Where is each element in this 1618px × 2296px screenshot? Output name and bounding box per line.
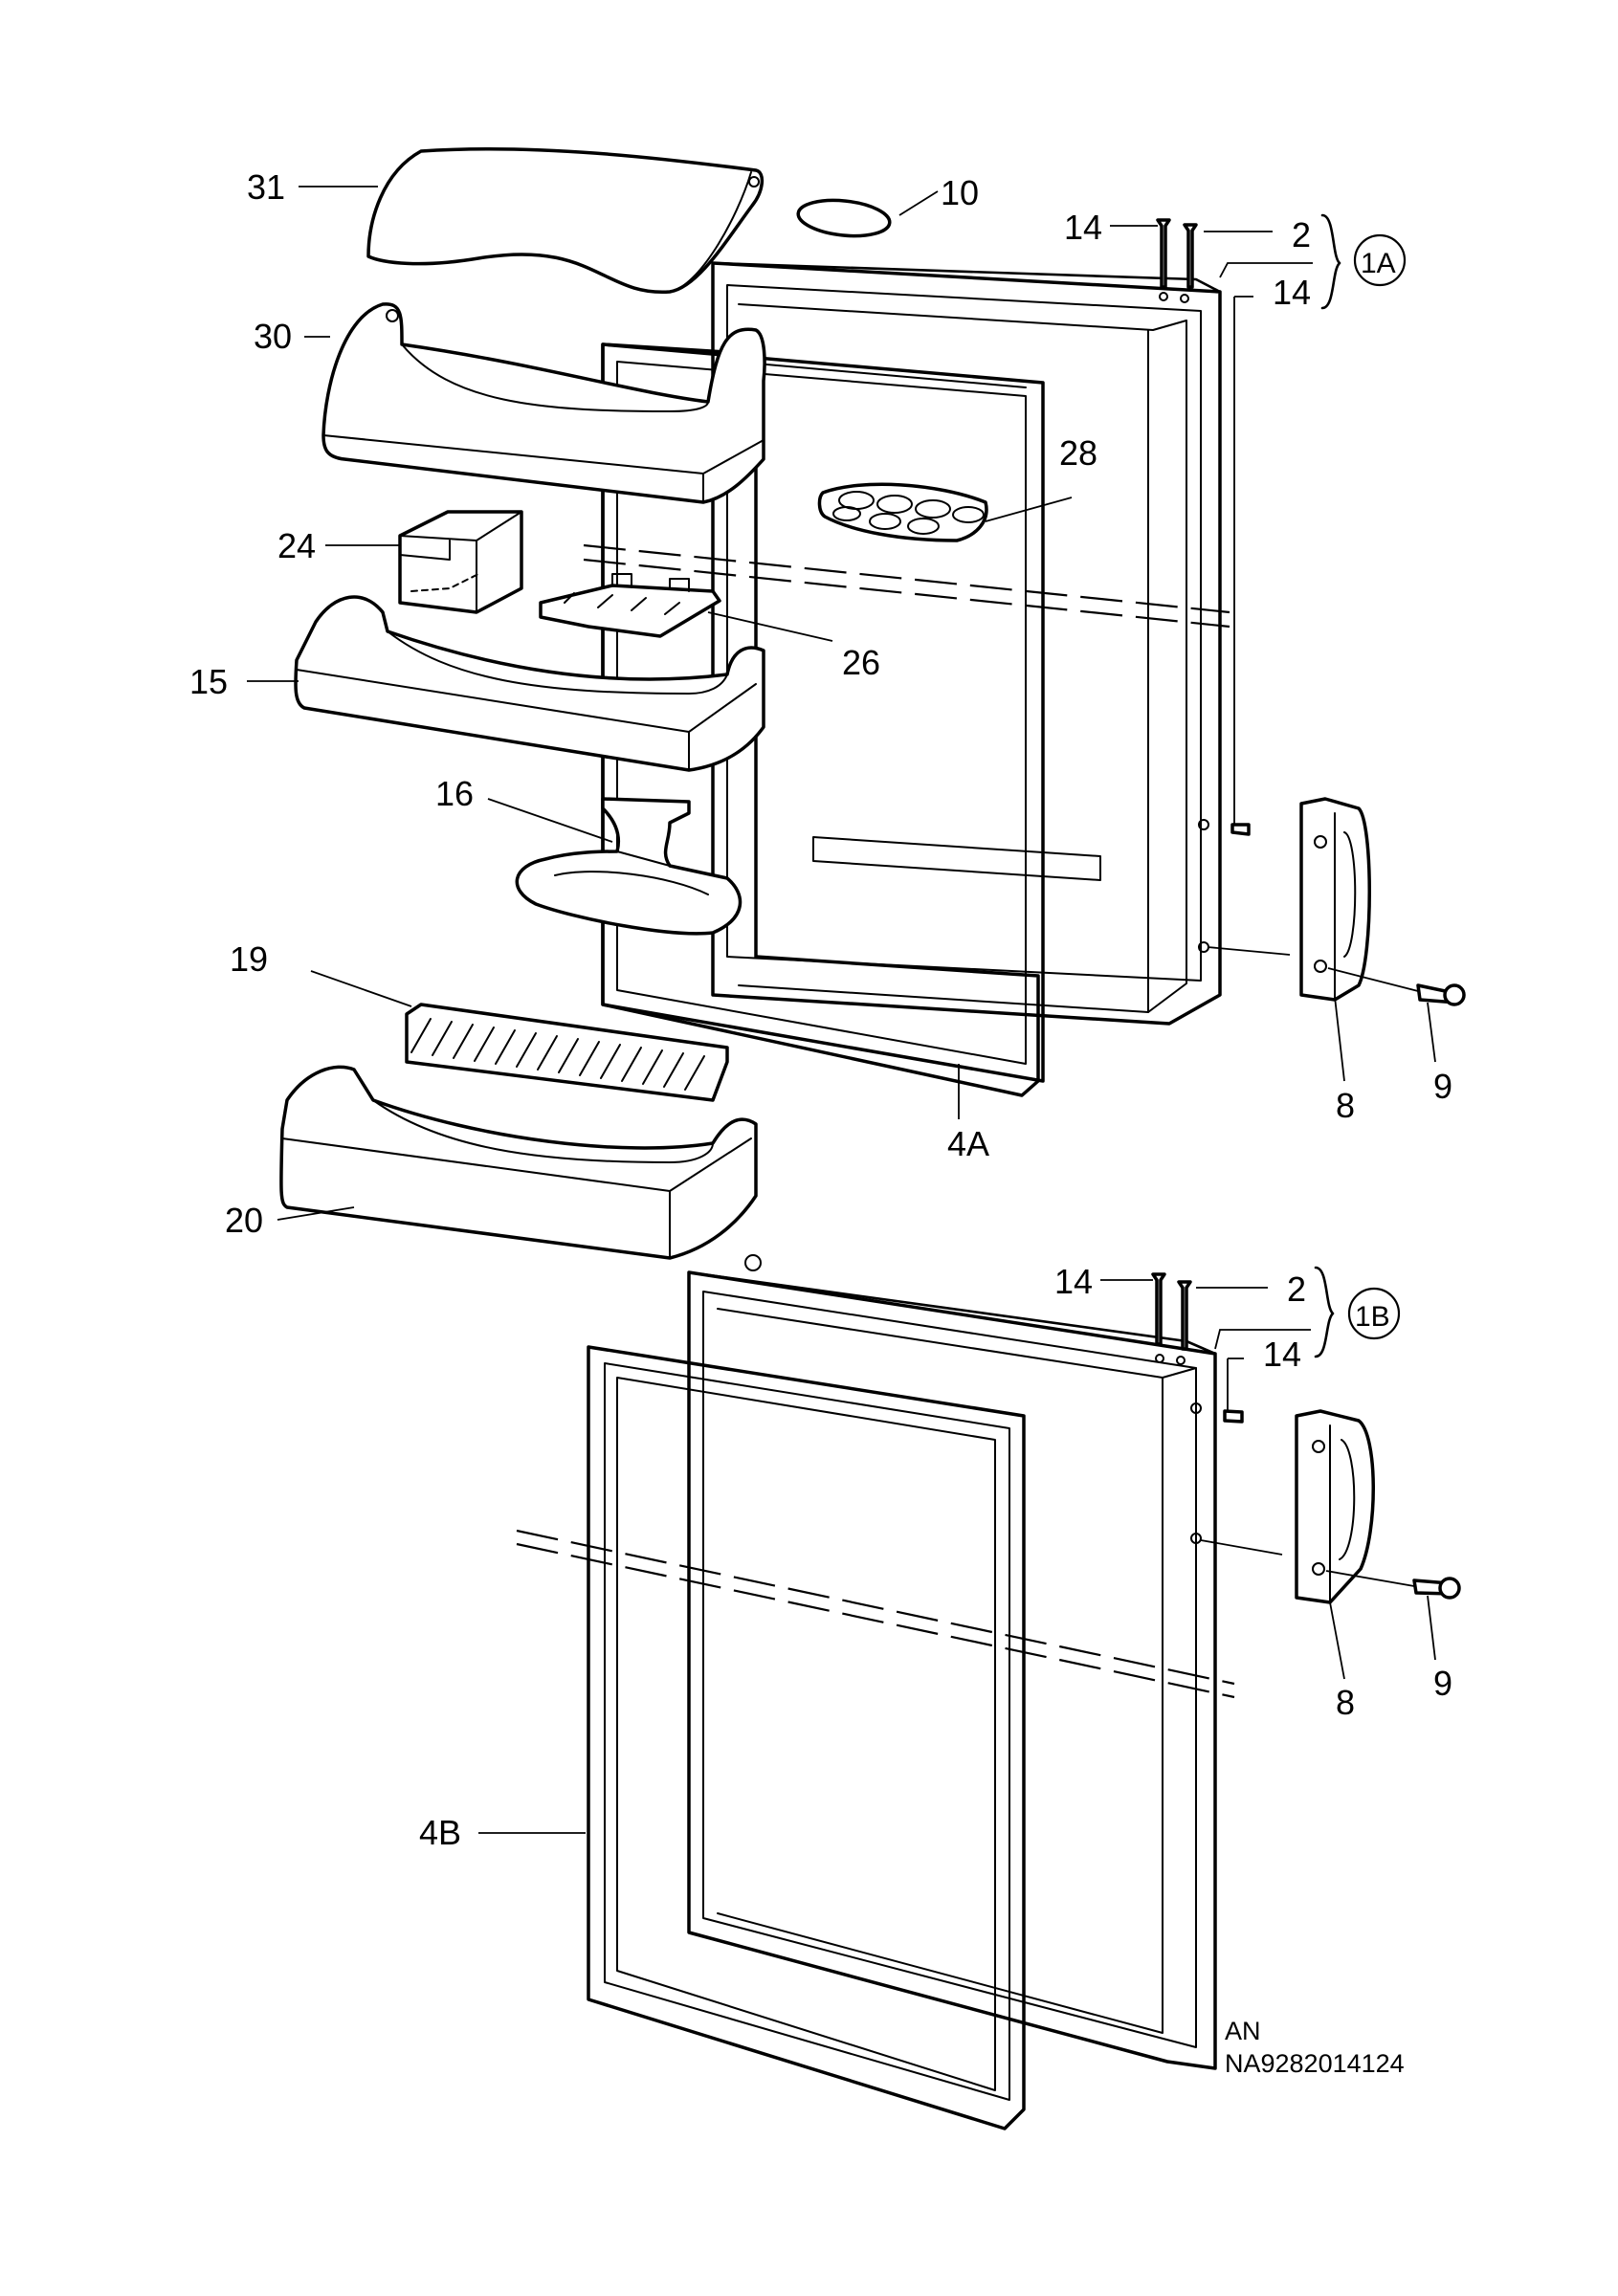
section-line-upper-2	[583, 558, 1230, 629]
label-14-top-lower: 14	[1054, 1262, 1093, 1301]
label-4a: 4A	[947, 1124, 989, 1163]
label-2-lower: 2	[1287, 1269, 1306, 1309]
leader-lines	[247, 186, 1436, 1834]
screw-14-upper-top	[1156, 218, 1171, 289]
label-24: 24	[277, 526, 316, 565]
screw-14-upper-side	[1230, 823, 1251, 836]
bracket-26	[539, 573, 721, 638]
label-1b: 1B	[1355, 1301, 1390, 1333]
label-9-upper: 9	[1433, 1067, 1452, 1106]
callout-circle-1b	[1347, 1287, 1401, 1340]
brace-1b	[1314, 1266, 1335, 1358]
brace-1a	[1320, 213, 1341, 310]
section-line-upper-1	[583, 543, 1230, 614]
upper-door-panel	[711, 261, 1222, 1026]
footer-code-number: NA9282014124	[1225, 2049, 1405, 2078]
pad-10	[796, 198, 892, 238]
callout-circle-1a	[1353, 233, 1407, 287]
shelf-15	[294, 595, 765, 772]
screw-14-lower-side	[1223, 1409, 1244, 1424]
label-26: 26	[842, 643, 880, 682]
label-14-side-lower: 14	[1263, 1335, 1301, 1374]
screw-9-upper	[1416, 983, 1466, 1006]
footer-code-an: AN	[1225, 2017, 1261, 2045]
label-10: 10	[941, 173, 979, 212]
label-14-top-upper: 14	[1064, 208, 1102, 247]
egg-tray-28	[817, 482, 988, 542]
lower-door-panel	[687, 1254, 1217, 2070]
handle-8-upper	[1299, 797, 1371, 1002]
divider-19	[405, 1003, 729, 1102]
label-2-upper: 2	[1292, 215, 1311, 254]
label-9-lower: 9	[1433, 1664, 1452, 1703]
screw-9-lower	[1412, 1577, 1461, 1600]
shelf-30	[321, 302, 766, 504]
label-8-upper: 8	[1336, 1086, 1355, 1125]
label-14-side-upper: 14	[1273, 273, 1311, 312]
lid-31	[366, 147, 765, 294]
label-4b: 4B	[419, 1813, 461, 1852]
label-16: 16	[435, 774, 474, 813]
screw-2-lower	[1177, 1280, 1192, 1351]
screw-14-lower-top	[1151, 1272, 1166, 1346]
label-30: 30	[254, 317, 292, 356]
label-31: 31	[247, 167, 285, 207]
bin-20	[279, 1065, 758, 1260]
section-line-lower-1	[516, 1529, 1235, 1686]
label-1a: 1A	[1361, 248, 1396, 279]
screw-2-upper	[1183, 223, 1198, 289]
label-8-lower: 8	[1336, 1683, 1355, 1722]
door-gasket-4b	[587, 1345, 1026, 2130]
label-19: 19	[230, 939, 268, 979]
label-28: 28	[1059, 433, 1097, 473]
box-24	[398, 510, 523, 614]
label-20: 20	[225, 1201, 263, 1240]
section-line-lower-2	[516, 1542, 1235, 1699]
handle-8-lower	[1295, 1409, 1375, 1604]
holder-16	[515, 797, 743, 936]
label-15: 15	[189, 662, 228, 701]
